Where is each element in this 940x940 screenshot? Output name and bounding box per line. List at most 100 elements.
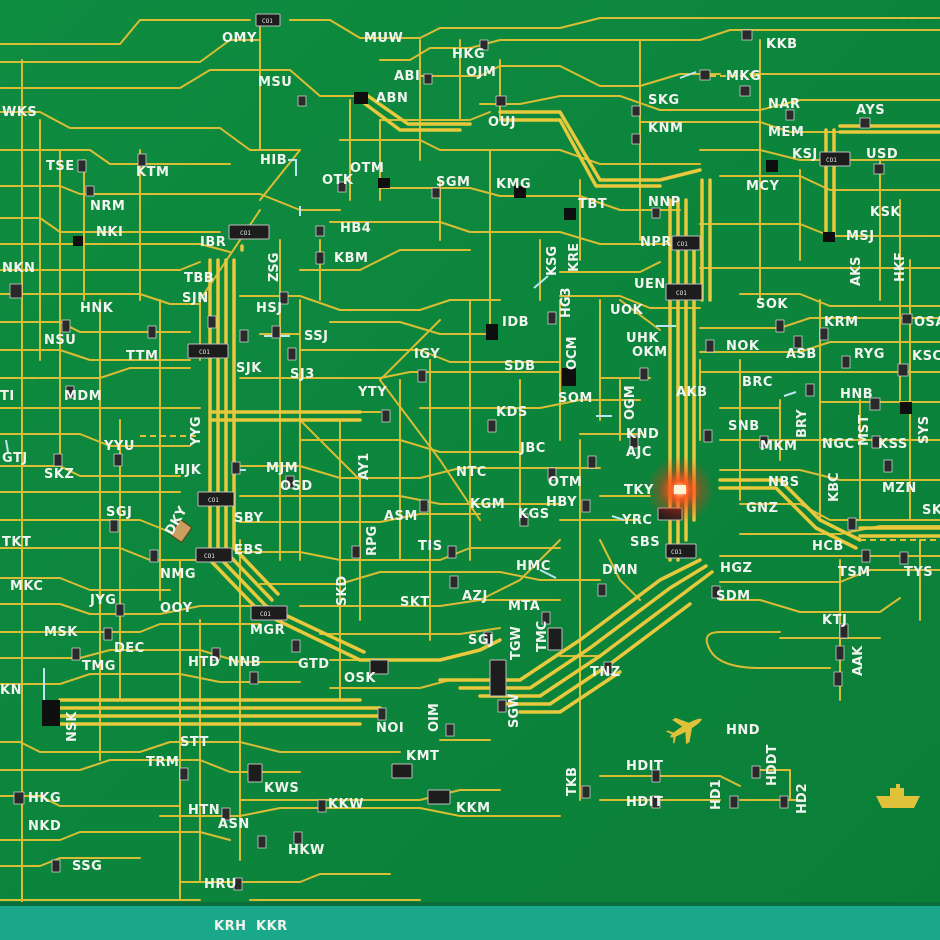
svg-text:SDM: SDM — [716, 589, 751, 604]
svg-text:HKG: HKG — [28, 791, 61, 806]
svg-text:KKM: KKM — [456, 801, 491, 816]
svg-text:KBC: KBC — [827, 472, 842, 502]
svg-text:AJC: AJC — [626, 445, 652, 460]
svg-text:GNZ: GNZ — [746, 501, 778, 516]
svg-text:UHK: UHK — [626, 331, 659, 346]
svg-text:KRH: KRH — [214, 919, 246, 934]
svg-text:UEN: UEN — [634, 277, 666, 292]
svg-text:KRM: KRM — [824, 315, 859, 330]
svg-text:SDB: SDB — [504, 359, 536, 374]
svg-text:OGM: OGM — [623, 385, 638, 420]
svg-text:KSG: KSG — [545, 246, 560, 276]
svg-text:OUJ: OUJ — [488, 115, 516, 130]
svg-text:MKC: MKC — [10, 579, 43, 594]
svg-text:TIS: TIS — [418, 539, 443, 554]
ship-icon — [876, 784, 920, 808]
annotation-leaders — [5, 71, 797, 700]
svg-text:TSE: TSE — [46, 159, 75, 174]
svg-text:HRU: HRU — [204, 877, 237, 892]
svg-text:ZSG: ZSG — [267, 253, 282, 282]
svg-text:CO1: CO1 — [240, 230, 251, 237]
smd-components: CO1 CO1 CO1 CO1 CO1 CO1 CO1 CO1 CO1 CO1 — [9, 13, 913, 917]
svg-text:TBB: TBB — [184, 271, 214, 286]
svg-text:SJN: SJN — [182, 291, 209, 306]
svg-text:AYS: AYS — [856, 103, 885, 118]
svg-text:SGJ: SGJ — [106, 505, 132, 520]
svg-text:TKY: TKY — [624, 483, 654, 498]
svg-text:TRM: TRM — [146, 755, 179, 770]
svg-text:NKN: NKN — [2, 261, 35, 276]
svg-text:EBS: EBS — [234, 543, 264, 558]
svg-text:ASB: ASB — [786, 347, 817, 362]
svg-text:KBM: KBM — [334, 251, 368, 266]
svg-text:TKB: TKB — [565, 767, 580, 796]
svg-text:NMG: NMG — [160, 567, 196, 582]
svg-text:SOK: SOK — [756, 297, 788, 312]
svg-text:HNK: HNK — [80, 301, 114, 316]
svg-text:MKG: MKG — [726, 69, 761, 84]
svg-text:IBR: IBR — [200, 235, 226, 250]
svg-text:HKF: HKF — [893, 252, 908, 282]
svg-text:OSK: OSK — [344, 671, 376, 686]
svg-text:AY1: AY1 — [357, 453, 372, 480]
svg-text:KTM: KTM — [136, 165, 169, 180]
svg-text:DMN: DMN — [602, 563, 638, 578]
svg-text:CO1: CO1 — [676, 290, 687, 297]
svg-text:ABN: ABN — [376, 91, 408, 106]
svg-text:TSM: TSM — [838, 565, 871, 580]
svg-text:IGY: IGY — [414, 347, 440, 362]
svg-text:SYS: SYS — [917, 416, 932, 444]
svg-text:ASM: ASM — [384, 509, 418, 524]
svg-text:KND: KND — [626, 427, 659, 442]
svg-text:OTM: OTM — [350, 161, 384, 176]
svg-text:HBY: HBY — [546, 495, 577, 510]
svg-text:SKZ: SKZ — [44, 467, 74, 482]
svg-text:SGW: SGW — [507, 694, 522, 728]
svg-text:HGZ: HGZ — [720, 561, 752, 576]
svg-text:SKT: SKT — [400, 595, 430, 610]
svg-text:SKN: SKN — [922, 503, 940, 518]
svg-text:OOY: OOY — [160, 601, 193, 616]
svg-text:OCM: OCM — [565, 336, 580, 370]
svg-text:CO1: CO1 — [826, 157, 837, 164]
svg-text:KMT: KMT — [406, 749, 439, 764]
svg-text:DEC: DEC — [114, 641, 145, 656]
svg-text:SJ3: SJ3 — [290, 367, 315, 382]
svg-text:KKB: KKB — [766, 37, 798, 52]
svg-text:TBT: TBT — [578, 197, 607, 212]
svg-text:MUW: MUW — [364, 31, 403, 46]
svg-text:KSK: KSK — [870, 205, 901, 220]
svg-text:MCY: MCY — [746, 179, 779, 194]
svg-text:OTM: OTM — [548, 475, 582, 490]
svg-text:SJK: SJK — [236, 361, 262, 376]
svg-text:NOK: NOK — [726, 339, 760, 354]
svg-text:NSU: NSU — [44, 333, 76, 348]
svg-text:TKT: TKT — [2, 535, 31, 550]
svg-text:HTN: HTN — [188, 803, 220, 818]
svg-text:KRE: KRE — [567, 243, 582, 272]
svg-text:STT: STT — [180, 735, 209, 750]
svg-text:JBC: JBC — [519, 441, 546, 456]
svg-text:TI: TI — [0, 389, 15, 404]
svg-text:TNZ: TNZ — [590, 665, 621, 680]
svg-text:MZN: MZN — [882, 481, 917, 496]
svg-text:NBS: NBS — [768, 475, 800, 490]
svg-text:GTJ: GTJ — [2, 451, 28, 466]
svg-text:OSD: OSD — [280, 479, 313, 494]
svg-text:YTY: YTY — [357, 385, 387, 400]
svg-text:RYG: RYG — [854, 347, 885, 362]
svg-text:KNM: KNM — [648, 121, 683, 136]
svg-text:MTA: MTA — [508, 599, 540, 614]
svg-text:TMC: TMC — [535, 621, 550, 652]
airplane-icon — [666, 717, 702, 745]
svg-text:TMG: TMG — [82, 659, 116, 674]
svg-text:NPR: NPR — [640, 235, 672, 250]
svg-text:HKG: HKG — [452, 47, 485, 62]
svg-text:OKM: OKM — [632, 345, 668, 360]
svg-text:KKR: KKR — [256, 919, 288, 934]
svg-text:HSJ: HSJ — [256, 301, 283, 316]
svg-text:CO1: CO1 — [671, 549, 682, 556]
svg-text:NNP: NNP — [648, 195, 681, 210]
svg-text:SKG: SKG — [648, 93, 680, 108]
tky-led-glow — [646, 456, 714, 524]
